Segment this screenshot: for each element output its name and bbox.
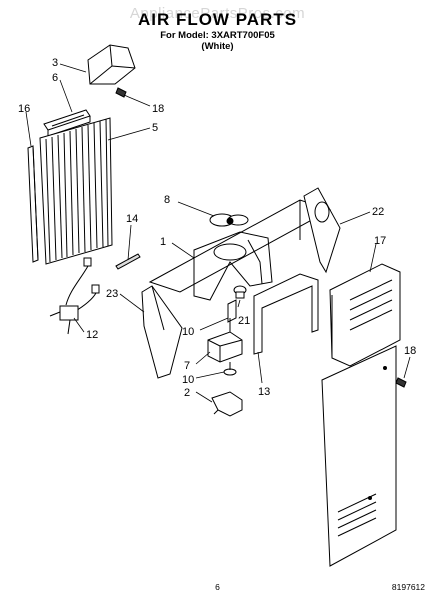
part-grommet: [233, 285, 247, 299]
leader-lines: [25, 63, 411, 403]
part-washer-upper: [227, 299, 237, 323]
callout-16: 16: [18, 103, 30, 115]
callout-18-top: 18: [152, 103, 164, 115]
part-strip: [27, 145, 39, 263]
part-rod: [115, 253, 141, 270]
callout-22: 22: [372, 206, 384, 218]
part-motor-bracket: [211, 391, 243, 417]
callout-6: 6: [52, 72, 58, 84]
callout-2: 2: [184, 387, 190, 399]
watermark: AppliancePartsPros.com: [129, 5, 306, 22]
model-line: For Model: 3XART700F05: [160, 30, 275, 41]
diagram-title: AIR FLOW PARTS: [137, 10, 298, 29]
callout-12: 12: [86, 329, 98, 341]
page-number: 6: [215, 582, 220, 592]
part-grille-panel: [39, 117, 113, 265]
part-louver-panel: [329, 263, 401, 367]
part-cover-panel: [321, 345, 397, 567]
callout-5: 5: [152, 122, 158, 134]
part-duct-top: [87, 44, 136, 85]
part-duct-side: [303, 187, 341, 274]
part-screw-right: [395, 377, 407, 388]
part-washer-lower: [223, 362, 237, 376]
callout-10-upper: 10: [182, 326, 194, 338]
callout-21: 21: [238, 315, 250, 327]
part-fan-blade: [209, 213, 249, 227]
part-fan-housing: [193, 231, 273, 301]
part-bracket: [43, 109, 91, 137]
document-number: 8197612: [391, 582, 425, 592]
callout-10-lower: 10: [182, 374, 194, 386]
callout-8: 8: [164, 194, 170, 206]
part-gasket: [253, 273, 319, 355]
callout-13: 13: [258, 386, 270, 398]
callout-7: 7: [184, 360, 190, 372]
callout-23: 23: [106, 288, 118, 300]
part-screw-top: [115, 87, 127, 98]
callout-labels: 3 6 18 16 5 14 8 1 22 17 23 12 10 21 13 …: [18, 57, 416, 399]
part-wire-harness: [49, 257, 100, 335]
color-line: (White): [201, 41, 234, 52]
callout-3: 3: [52, 57, 58, 69]
callout-18-right: 18: [404, 345, 416, 357]
callout-14: 14: [126, 213, 138, 225]
callout-17: 17: [374, 235, 386, 247]
callout-1: 1: [160, 236, 166, 248]
part-side-baffle: [141, 285, 183, 379]
part-fan-motor: [207, 318, 243, 363]
